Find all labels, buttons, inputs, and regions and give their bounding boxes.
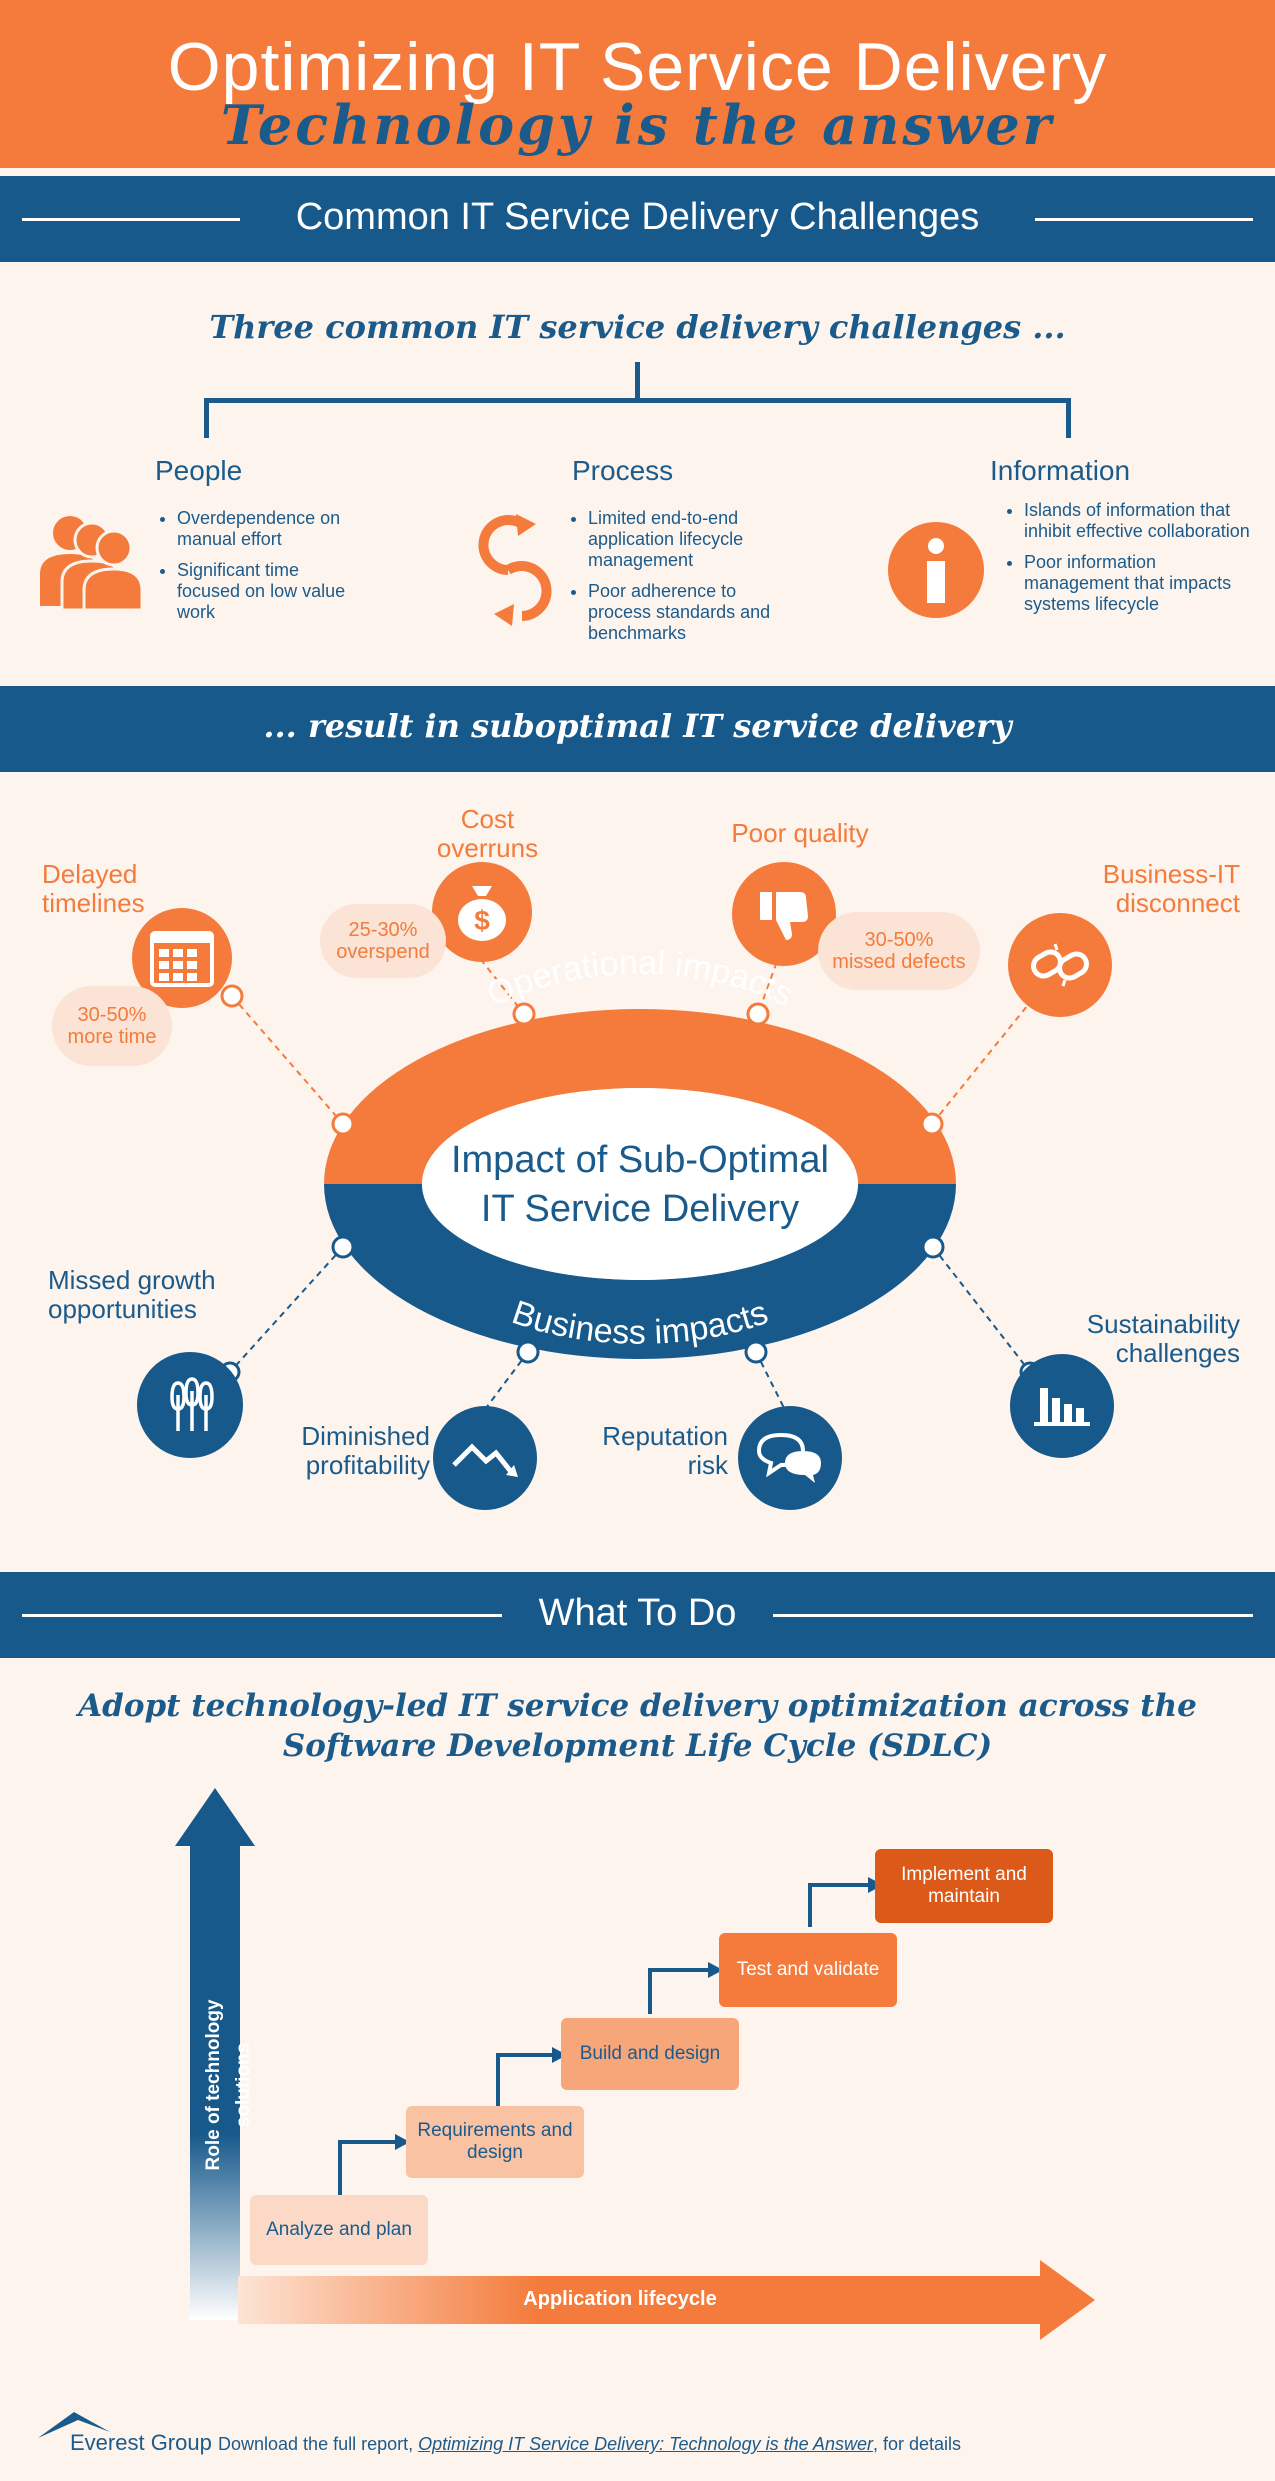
connector-disconnect (931, 989, 1041, 1125)
svg-text:$: $ (474, 905, 490, 936)
page-subtitle: Technology is the answer (220, 93, 1055, 157)
speech-bubbles-icon (738, 1406, 842, 1510)
connector-delayed (231, 995, 344, 1125)
information-bullet: Poor information management that impacts… (1024, 552, 1264, 615)
delayed-stat-pill: 30-50% more time (52, 986, 172, 1066)
todo-intro: Adopt technology-led IT service delivery… (0, 1686, 1275, 1766)
center-line-2: IT Service Delivery (480, 1188, 800, 1230)
everest-logo-text: Everest Group (70, 2430, 212, 2455)
todo-intro-line-2: Software Development Life Cycle (SDLC) (282, 1728, 993, 1764)
connector-sustain (932, 1246, 1031, 1373)
sdlc-diagram (175, 1788, 1095, 2340)
x-axis-arrow (238, 2260, 1095, 2340)
result-band-text: ... result in suboptimal IT service deli… (263, 707, 1012, 745)
what-to-do-title: What To Do (538, 1592, 737, 1634)
bracket-bar (204, 398, 1071, 403)
bracket-stem (635, 362, 640, 400)
disconnect-label: Business-IT disconnect (1102, 859, 1240, 918)
process-bullet: Poor adherence to process standards and … (588, 581, 803, 644)
people-bullet: Overdependence on manual effort (177, 508, 367, 550)
profit-label: Diminished profitability (301, 1421, 430, 1480)
y-axis-label: Role of technology solutions (203, 1999, 254, 2171)
delayed-stat: 30-50% (77, 1004, 147, 1026)
money-bag-icon: $ (432, 862, 532, 962)
cost-label: Cost overruns (436, 804, 539, 863)
header-banner (0, 0, 1275, 168)
quality-stat-pill: 30-50% missed defects (818, 912, 980, 990)
center-line-1: Impact of Sub-Optimal (450, 1139, 830, 1181)
growth-label: Missed growth opportunities (48, 1265, 216, 1324)
cost-stat-pill: 25-30% overspend (320, 904, 446, 978)
quality-label: Poor quality (731, 818, 869, 848)
step-analyze: Analyze and plan (250, 2195, 428, 2265)
trees-icon (137, 1352, 243, 1458)
footer-text-pre: Download the full report, (218, 2434, 419, 2454)
footer-note: Download the full report, Optimizing IT … (218, 2434, 961, 2455)
column-title-process: Process (572, 455, 674, 486)
business-ring (324, 1184, 956, 1359)
cost-stat-sub: overspend (336, 941, 430, 963)
step-connector-3 (648, 1968, 708, 2014)
step-build: Build and design (561, 2018, 739, 2090)
bracket-left (204, 398, 209, 438)
report-link[interactable]: Optimizing IT Service Delivery: Technolo… (418, 2434, 873, 2454)
everest-logo-mark (38, 2412, 110, 2438)
todo-rule-right (773, 1614, 1253, 1617)
x-axis-label: Application lifecycle (523, 2288, 717, 2310)
band-rule-right (1035, 218, 1253, 221)
process-bullet: Limited end-to-end application lifecycle… (588, 508, 803, 571)
result-band (0, 686, 1275, 772)
info-icon (888, 522, 984, 618)
center-ellipse (422, 1088, 858, 1280)
footer-text-post: , for details (872, 2434, 961, 2454)
delayed-stat-sub: more time (67, 1026, 157, 1048)
people-bullet: Significant time focused on low value wo… (177, 560, 367, 623)
step-connector-4 (808, 1883, 868, 1927)
operational-ring (324, 1009, 956, 1184)
information-bullet: Islands of information that inhibit effe… (1024, 500, 1264, 542)
sustain-label: Sustainability challenges (1086, 1309, 1240, 1368)
challenges-intro: Three common IT service delivery challen… (209, 308, 1066, 346)
challenges-band-title: Common IT Service Delivery Challenges (295, 196, 980, 238)
bracket-right (1066, 398, 1071, 438)
reputation-label: Reputation risk (602, 1421, 728, 1480)
column-title-information: Information (990, 455, 1131, 486)
cost-stat: 25-30% (348, 919, 418, 941)
column-title-people: People (155, 455, 243, 486)
step-connector-1 (338, 2140, 395, 2195)
process-cycle-icon (478, 514, 552, 626)
step-implement: Implement and maintain (875, 1849, 1053, 1923)
quality-stat: 30-50% (864, 929, 934, 951)
bar-chart-icon (1010, 1354, 1114, 1458)
impact-center-title: Impact of Sub-Optimal IT Service Deliver… (422, 1136, 858, 1234)
step-connector-2 (496, 2053, 552, 2106)
step-test: Test and validate (719, 1933, 897, 2007)
information-bullets: Islands of information that inhibit effe… (1002, 500, 1264, 625)
broken-link-icon (1008, 913, 1112, 1017)
step-requirements: Requirements and design (406, 2106, 584, 2178)
todo-intro-line-1: Adopt technology-led IT service delivery… (78, 1688, 1197, 1724)
people-bullets: Overdependence on manual effort Signific… (155, 508, 367, 633)
band-rule-left (22, 218, 240, 221)
process-bullets: Limited end-to-end application lifecycle… (566, 508, 803, 654)
page-title: Optimizing IT Service Delivery (167, 29, 1108, 105)
people-icon (40, 516, 144, 610)
y-axis-arrow (175, 1788, 255, 2320)
quality-stat-sub: missed defects (832, 951, 966, 973)
connector-reputation (755, 1351, 791, 1421)
todo-rule-left (22, 1614, 502, 1617)
delayed-label: Delayed timelines (42, 859, 145, 918)
declining-chart-icon (433, 1406, 537, 1510)
impact-diagram: Operational impacts Business impacts (219, 931, 1051, 1431)
